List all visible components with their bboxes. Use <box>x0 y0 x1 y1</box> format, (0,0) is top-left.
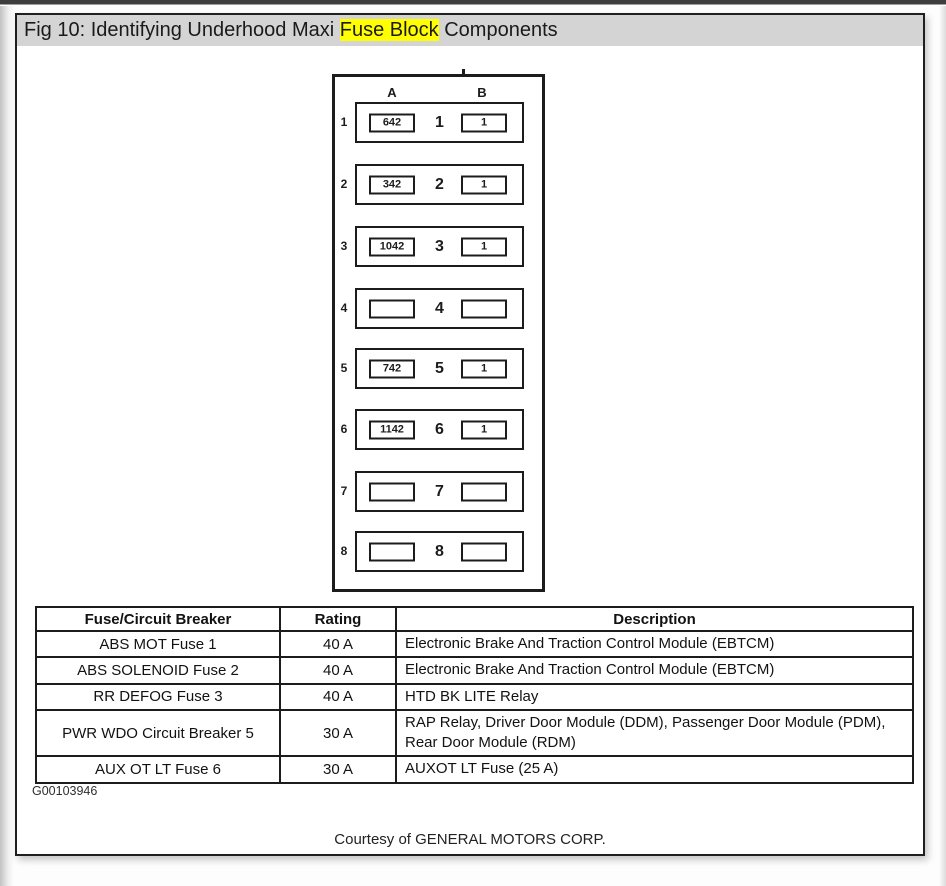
title-highlight: Fuse Block <box>339 19 439 41</box>
fuse-slot-a: 1042 <box>369 237 415 256</box>
description-cell: Electronic Brake And Traction Control Mo… <box>395 629 914 659</box>
fuse-row-7: 7 7 <box>335 471 542 512</box>
fuse-cell: ABS SOLENOID Fuse 2 <box>35 656 281 685</box>
column-header-description: Description <box>395 606 914 632</box>
fuse-row-6: 6 6 1142 1 <box>335 409 542 450</box>
fuse-row-box: 3 1042 1 <box>355 226 524 267</box>
figure-title-suffix: Components <box>438 19 558 41</box>
fuse-slot-a <box>369 482 415 501</box>
fuse-cell: ABS MOT Fuse 1 <box>35 629 281 659</box>
diagram-top-tick <box>462 69 465 77</box>
fuse-row-box: 6 1142 1 <box>355 409 524 450</box>
fuse-row-2: 2 2 342 1 <box>335 164 542 205</box>
fuse-row-box: 8 <box>355 531 524 572</box>
row-center-number: 5 <box>435 360 444 377</box>
row-center-number: 7 <box>435 483 444 500</box>
description-cell: AUXOT LT Fuse (25 A) <box>395 755 914 784</box>
fuse-slot-a: 642 <box>369 113 415 132</box>
rating-cell: 40 A <box>279 629 397 659</box>
row-center-number: 3 <box>435 238 444 255</box>
fuse-slot-b <box>461 299 507 318</box>
fuse-row-box: 5 742 1 <box>355 348 524 389</box>
page-left-edge <box>0 6 14 886</box>
fuse-block-diagram: A B 1 1 642 1 2 2 342 1 3 <box>332 69 545 592</box>
fuse-cell: PWR WDO Circuit Breaker 5 <box>35 708 281 758</box>
fuse-slot-b <box>461 542 507 561</box>
description-cell: Electronic Brake And Traction Control Mo… <box>395 656 914 685</box>
table-row: ABS MOT Fuse 1 40 A Electronic Brake And… <box>35 629 914 659</box>
row-number-label: 1 <box>340 115 348 129</box>
table-header-row: Fuse/Circuit Breaker Rating Description <box>35 606 914 632</box>
fuse-row-3: 3 3 1042 1 <box>335 226 542 267</box>
fuse-slot-a: 1142 <box>369 420 415 439</box>
fuse-slot-b: 1 <box>461 420 507 439</box>
diagram-column-header-a: A <box>387 85 397 100</box>
fuse-row-box: 4 <box>355 288 524 329</box>
row-number-label: 2 <box>340 177 348 191</box>
figure-id: G00103946 <box>32 784 98 798</box>
fuse-slot-b: 1 <box>461 113 507 132</box>
row-center-number: 8 <box>435 543 444 560</box>
row-center-number: 4 <box>435 300 444 317</box>
row-number-label: 8 <box>340 544 348 558</box>
fuse-slot-b: 1 <box>461 237 507 256</box>
rating-cell: 30 A <box>279 755 397 784</box>
rating-cell: 40 A <box>279 682 397 711</box>
column-header-fuse: Fuse/Circuit Breaker <box>35 606 281 632</box>
row-center-number: 6 <box>435 421 444 438</box>
fuse-slot-a <box>369 542 415 561</box>
fuse-slot-b <box>461 482 507 501</box>
fuse-description-table: Fuse/Circuit Breaker Rating Description … <box>35 606 914 784</box>
row-number-label: 3 <box>340 239 348 253</box>
table-row: RR DEFOG Fuse 3 40 A HTD BK LITE Relay <box>35 682 914 711</box>
fuse-slot-a: 742 <box>369 359 415 378</box>
table-row: AUX OT LT Fuse 6 30 A AUXOT LT Fuse (25 … <box>35 755 914 784</box>
fuse-slot-b: 1 <box>461 359 507 378</box>
row-center-number: 2 <box>435 176 444 193</box>
diagram-column-header-b: B <box>477 85 487 100</box>
row-number-label: 4 <box>340 301 348 315</box>
fuse-row-8: 8 8 <box>335 531 542 572</box>
figure-frame: Fig 10: Identifying Underhood Maxi Fuse … <box>15 13 925 856</box>
courtesy-line: Courtesy of GENERAL MOTORS CORP. <box>334 831 606 848</box>
fuse-row-box: 1 642 1 <box>355 102 524 143</box>
table-row: ABS SOLENOID Fuse 2 40 A Electronic Brak… <box>35 656 914 685</box>
fuse-slot-b: 1 <box>461 175 507 194</box>
row-center-number: 1 <box>435 114 444 131</box>
figure-title-bar: Fig 10: Identifying Underhood Maxi Fuse … <box>17 15 923 46</box>
fuse-cell: AUX OT LT Fuse 6 <box>35 755 281 784</box>
rating-cell: 30 A <box>279 708 397 758</box>
figure-title-prefix: Fig 10: Identifying Underhood Maxi <box>24 19 340 41</box>
fuse-cell: RR DEFOG Fuse 3 <box>35 682 281 711</box>
row-number-label: 5 <box>340 361 348 375</box>
fuse-row-5: 5 5 742 1 <box>335 348 542 389</box>
table-row: PWR WDO Circuit Breaker 5 30 A RAP Relay… <box>35 708 914 758</box>
fuse-row-box: 2 342 1 <box>355 164 524 205</box>
fuse-row-box: 7 <box>355 471 524 512</box>
column-header-rating: Rating <box>279 606 397 632</box>
fuse-row-1: 1 1 642 1 <box>335 102 542 143</box>
fuse-row-4: 4 4 <box>335 288 542 329</box>
row-number-label: 7 <box>340 484 348 498</box>
row-number-label: 6 <box>340 422 348 436</box>
description-cell: HTD BK LITE Relay <box>395 682 914 711</box>
window-top-edge <box>0 0 946 5</box>
description-cell: RAP Relay, Driver Door Module (DDM), Pas… <box>395 708 914 758</box>
page-right-edge <box>939 6 946 886</box>
rating-cell: 40 A <box>279 656 397 685</box>
fuse-slot-a: 342 <box>369 175 415 194</box>
fuse-slot-a <box>369 299 415 318</box>
